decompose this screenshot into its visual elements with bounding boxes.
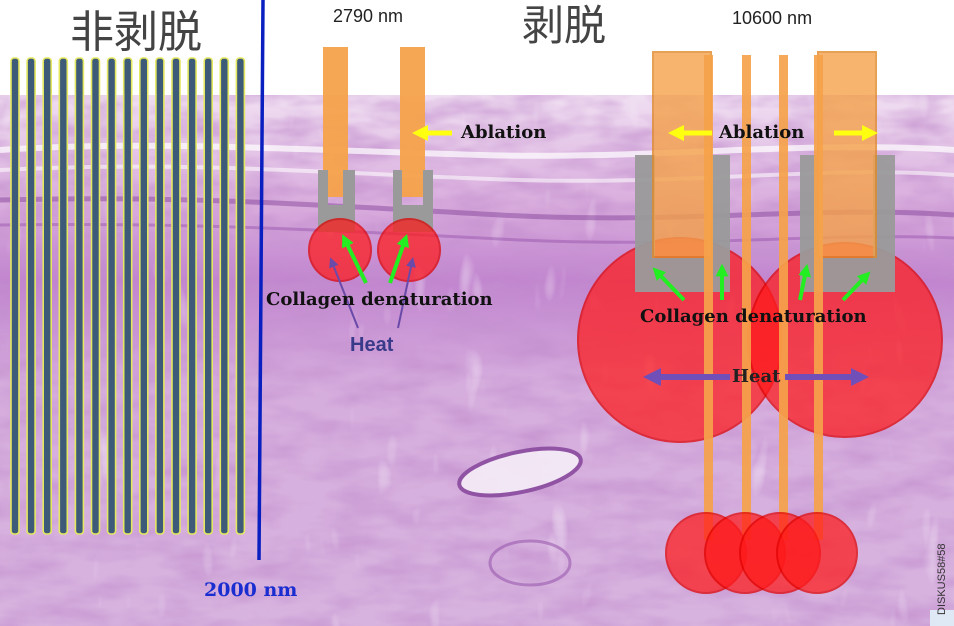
- ablation-crater-right: [393, 170, 433, 232]
- collagen-arrow-1: [342, 234, 368, 284]
- section-10600nm: [577, 51, 943, 594]
- laser-beam-right: [400, 47, 425, 197]
- laser-beam-wide-right: [817, 51, 877, 258]
- heat-arrow-2: [397, 257, 416, 329]
- heat-arrow-1: [329, 257, 359, 329]
- fiber-column: [235, 57, 246, 535]
- heat-label-mid: Heat: [350, 334, 394, 356]
- laser-beam-wide-left: [652, 51, 712, 258]
- collagen-label-right: Collagen denaturation: [640, 306, 867, 327]
- heat-zone-small-right: [377, 218, 441, 282]
- collagen-label-mid: Collagen denaturation: [266, 289, 493, 310]
- fiber-column: [58, 57, 69, 535]
- laser-beam-thin-2: [742, 55, 751, 540]
- collagen-arrow-6: [841, 271, 871, 302]
- fiber-column: [155, 57, 165, 535]
- section-2790nm: [308, 47, 452, 329]
- non-ablative-fiber-array: [10, 57, 246, 535]
- wavelength-10600-label: 10600 nm: [732, 8, 812, 28]
- ablation-crater-left: [318, 170, 355, 232]
- fiber-column: [74, 57, 85, 535]
- fiber-column: [42, 57, 53, 535]
- wavelength-2000-label: 2000 nm: [204, 579, 297, 601]
- fiber-column: [219, 57, 230, 535]
- ablation-label-mid: Ablation: [460, 122, 546, 143]
- laser-beam-thin-4: [814, 55, 823, 540]
- ablative-title: 剥脱: [522, 1, 606, 50]
- collagen-arrow-2: [388, 233, 409, 284]
- fiber-column: [90, 57, 101, 535]
- ablation-label-right: Ablation: [718, 122, 804, 143]
- fiber-column: [10, 57, 20, 535]
- non-ablative-title: 非剥脱: [70, 7, 202, 58]
- section-divider: [257, 0, 265, 561]
- collagen-arrow-3: [652, 267, 686, 302]
- laser-beam-thin-1: [704, 55, 713, 540]
- fiber-column: [139, 57, 149, 535]
- wavelength-2790-label: 2790 nm: [333, 6, 403, 26]
- fiber-column: [171, 57, 181, 535]
- laser-beam-thin-3: [779, 55, 788, 540]
- collagen-arrow-5: [798, 263, 812, 301]
- fiber-column: [106, 57, 117, 535]
- fiber-column: [203, 57, 213, 535]
- deep-heat-zone-4: [776, 512, 858, 594]
- watermark-text: DISKUS58#58: [936, 543, 948, 615]
- fiber-column: [26, 57, 36, 535]
- heat-label-right: Heat: [732, 366, 781, 387]
- fiber-column: [187, 57, 197, 535]
- fiber-column: [122, 57, 133, 535]
